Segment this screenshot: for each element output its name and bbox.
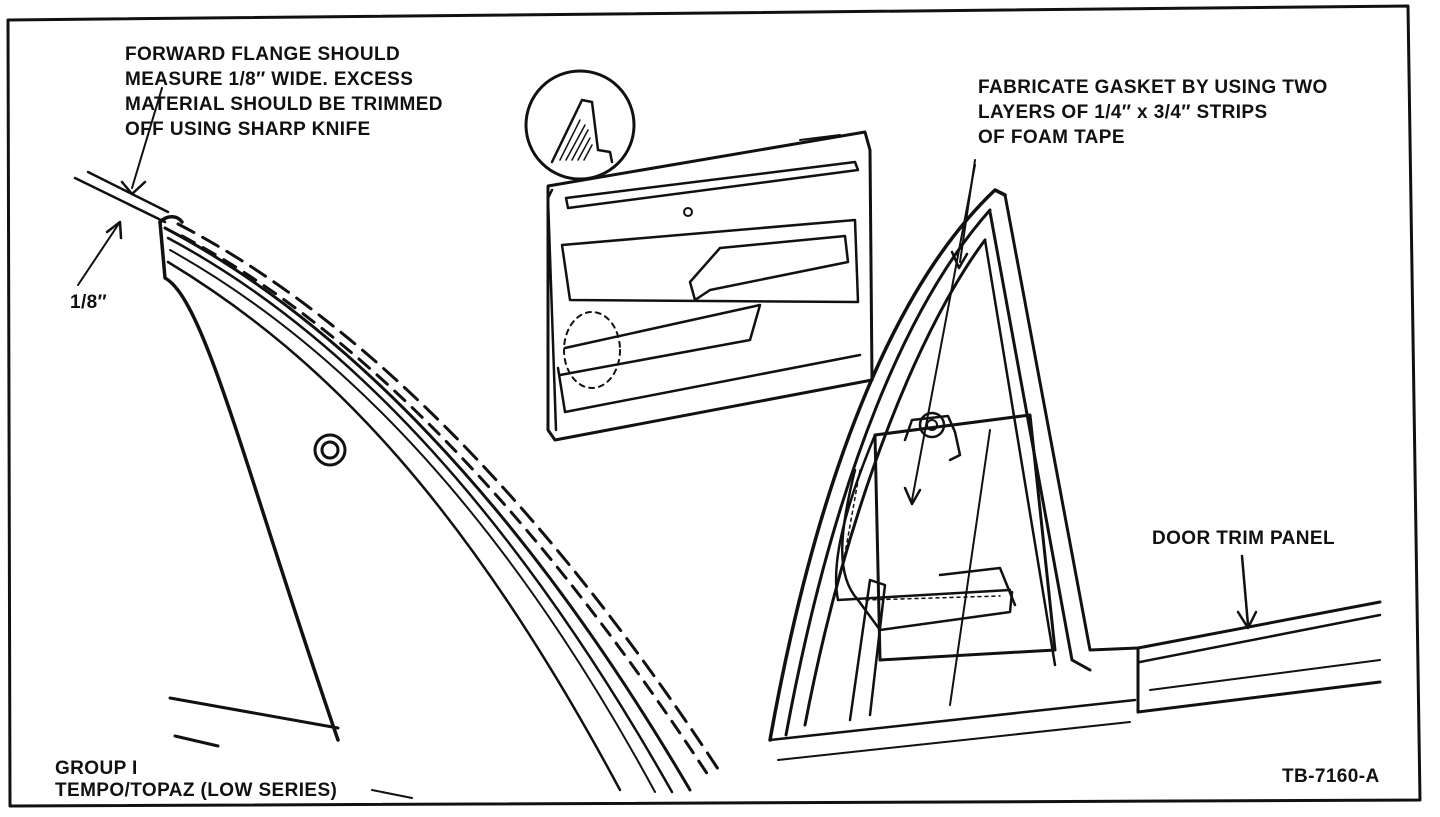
flange-strip	[73, 87, 170, 286]
left-trim-panel	[158, 215, 722, 794]
dimension-arrow-head	[105, 220, 123, 240]
door-trim-panel-label: DOOR TRIM PANEL	[1152, 528, 1335, 549]
gasket-note-line-3: OF FOAM TAPE	[978, 127, 1125, 148]
flange-note: FORWARD FLANGE SHOULD MEASURE 1/8″ WIDE.…	[125, 42, 443, 142]
door-trim-leader-arrow	[1236, 554, 1258, 630]
model-underline	[371, 789, 413, 799]
gasket-note: FABRICATE GASKET BY USING TWO LAYERS OF …	[978, 75, 1328, 150]
flange-note-line-4: OFF USING SHARP KNIFE	[125, 119, 371, 140]
figure-border	[6, 4, 1422, 808]
gasket-leader-arrows	[903, 159, 976, 506]
model-label: TEMPO/TOPAZ (LOW SERIES)	[55, 780, 338, 801]
flange-note-line-3: MATERIAL SHOULD BE TRIMMED	[125, 94, 443, 115]
flange-arrow-head	[120, 180, 147, 196]
flange-note-line-1: FORWARD FLANGE SHOULD	[125, 44, 401, 65]
right-door-frame	[768, 188, 1382, 761]
gasket-note-line-2: LAYERS OF 1/4″ x 3/4″ STRIPS	[978, 102, 1268, 123]
inset-door-panel	[524, 69, 874, 442]
gasket-note-line-1: FABRICATE GASKET BY USING TWO	[978, 77, 1328, 98]
group-label: GROUP I	[55, 758, 138, 779]
dimension-label: 1/8″	[70, 292, 108, 313]
flange-note-line-2: MEASURE 1/8″ WIDE. EXCESS	[125, 69, 414, 90]
figure-id: TB-7160-A	[1282, 766, 1380, 787]
